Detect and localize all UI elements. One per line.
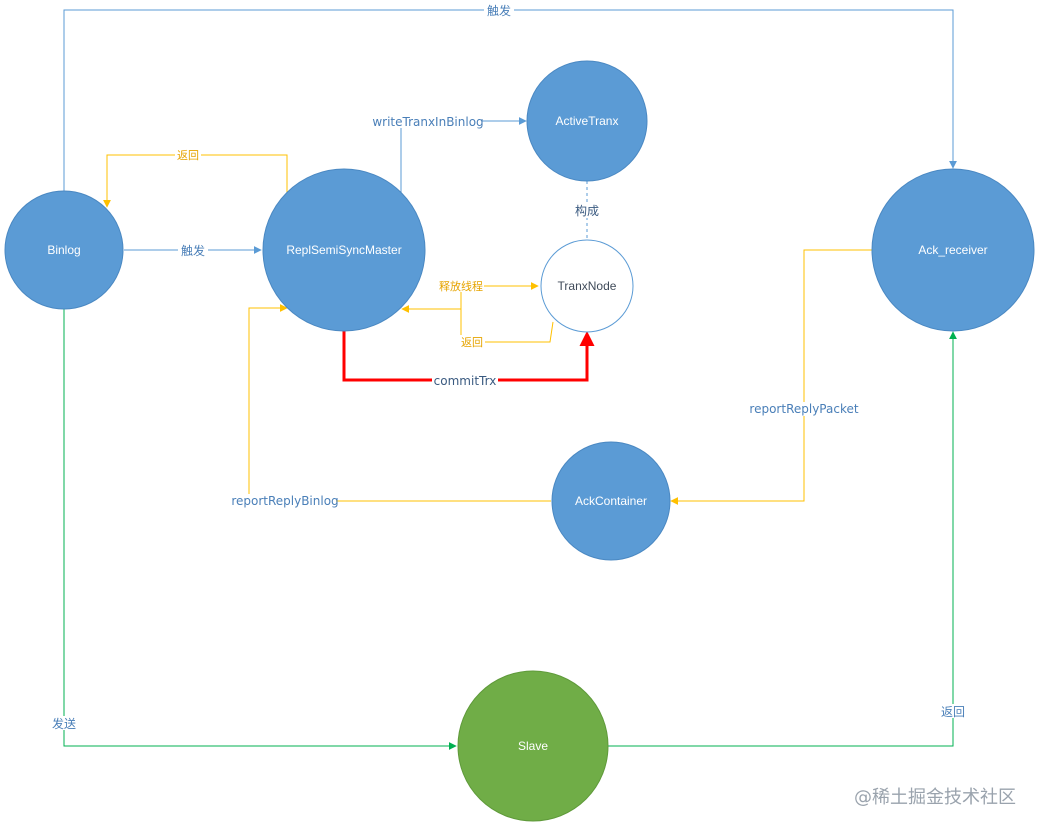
- edge-release-thread-label-bg: [438, 279, 484, 292]
- edge-compose-label-bg: [570, 203, 604, 218]
- edge-report-reply-binlog: [248, 304, 551, 502]
- node-slave: Slave: [457, 670, 609, 822]
- edge-top-trigger-label-bg: [484, 3, 514, 17]
- node-ack-receiver-label: Ack_receiver: [918, 243, 987, 257]
- node-repl-semi-sync-master: ReplSemiSyncMaster: [262, 168, 426, 332]
- node-binlog: Binlog: [4, 190, 124, 310]
- node-ack-receiver: Ack_receiver: [871, 168, 1035, 332]
- node-slave-label: Slave: [518, 739, 548, 753]
- node-tranx-node: TranxNode: [540, 239, 634, 333]
- edge-compose-label: 构成: [575, 203, 599, 218]
- edge-release-thread-label: 释放线程: [439, 279, 483, 293]
- edge-write-tranx-label: writeTranxInBinlog: [372, 115, 483, 129]
- edge-commit-trx-label-bg: [432, 373, 498, 387]
- edge-return-tranx-label: 返回: [461, 336, 483, 349]
- edge-report-reply-packet-label: reportReplyPacket: [749, 402, 858, 416]
- node-active-tranx: ActiveTranx: [526, 60, 648, 182]
- edge-binlog-trigger-label-bg: [178, 243, 208, 257]
- edge-top-trigger: [63, 9, 957, 192]
- node-repl-semi-sync-master-label: ReplSemiSyncMaster: [286, 243, 401, 257]
- edge-send-label: 发送: [52, 716, 76, 731]
- node-tranx-node-label: TranxNode: [558, 279, 617, 293]
- edge-send-label-bg: [49, 716, 79, 730]
- edge-binlog-trigger-label: 触发: [181, 243, 205, 258]
- edge-slave-return-label-bg: [938, 704, 968, 718]
- edge-report-reply-packet-label-bg: [752, 402, 856, 416]
- edge-slave-return-label: 返回: [941, 705, 965, 719]
- edge-return-to-binlog-label-bg: [175, 148, 201, 161]
- edge-return-to-binlog: [103, 154, 288, 208]
- node-binlog-label: Binlog: [47, 243, 80, 257]
- node-ack-container: AckContainer: [551, 441, 671, 561]
- edge-send: [63, 309, 457, 750]
- node-ack-container-label: AckContainer: [575, 494, 647, 508]
- edge-report-reply-binlog-label: reportReplyBinlog: [231, 494, 338, 508]
- edge-write-tranx: [400, 117, 527, 193]
- edge-return-tranx-label-bg: [459, 335, 485, 348]
- edge-return-to-binlog-label: 返回: [177, 149, 199, 162]
- edge-report-reply-binlog-label-bg: [234, 494, 336, 508]
- edge-report-reply-packet: [670, 249, 873, 505]
- edge-write-tranx-label-bg: [372, 114, 482, 128]
- edge-commit-trx-label: commitTrx: [434, 374, 497, 388]
- watermark-text: @稀土掘金技术社区: [854, 787, 1016, 808]
- edge-slave-return: [608, 331, 957, 747]
- node-active-tranx-label: ActiveTranx: [556, 114, 619, 128]
- edge-top-trigger-label: 触发: [487, 3, 511, 18]
